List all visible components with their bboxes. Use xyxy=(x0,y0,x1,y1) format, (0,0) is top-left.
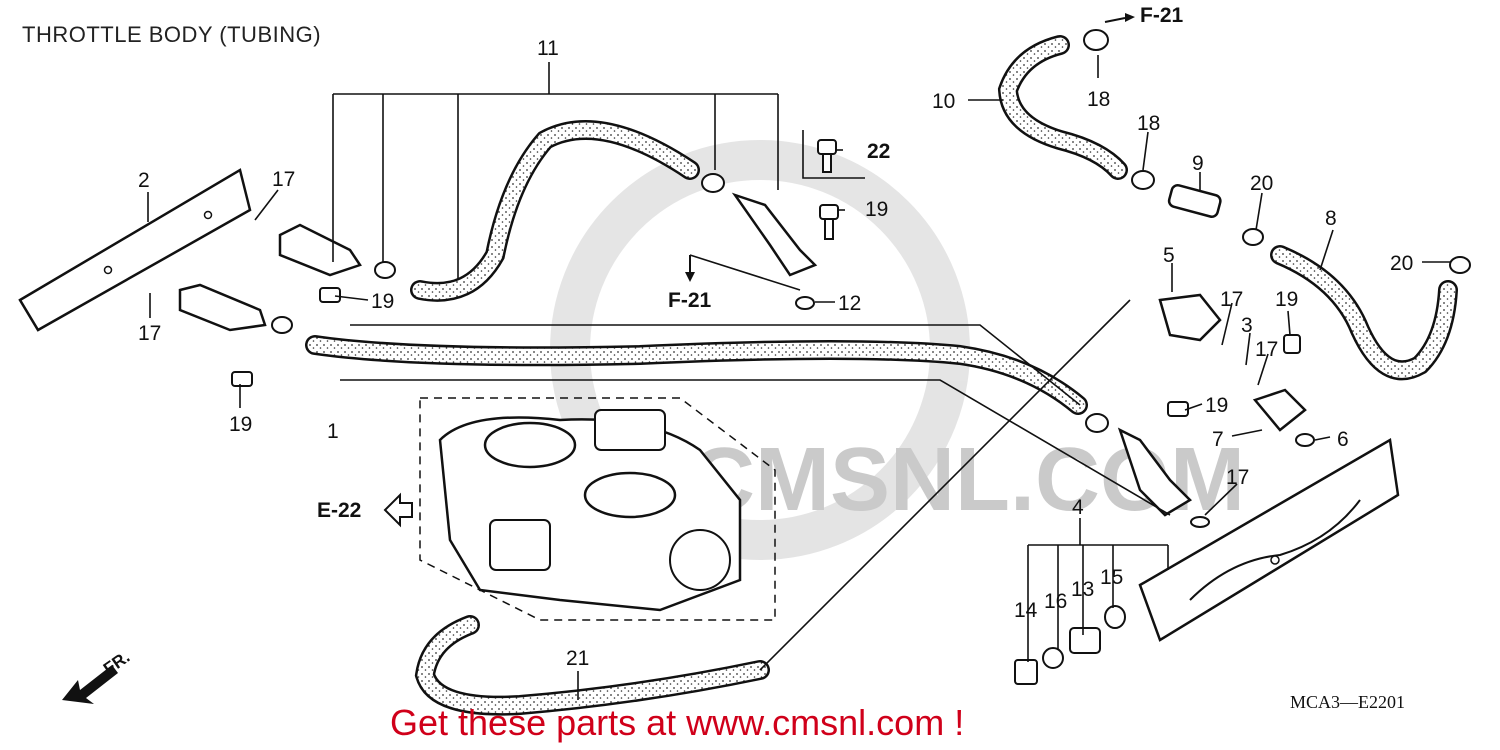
ref-e22[interactable]: E-22 xyxy=(317,492,413,528)
callout-20-a: 20 xyxy=(1250,172,1273,195)
callout-10: 10 xyxy=(932,90,955,113)
callout-22: 22 xyxy=(867,140,890,163)
callout-19-e: 19 xyxy=(1275,288,1298,311)
callout-17-b: 17 xyxy=(138,322,161,345)
callout-2: 2 xyxy=(138,169,150,192)
callout-3: 3 xyxy=(1241,314,1253,337)
hose-clamps[interactable] xyxy=(271,29,1471,433)
fuel-rail-left[interactable] xyxy=(18,168,252,332)
callout-13: 13 xyxy=(1071,578,1094,601)
washers[interactable] xyxy=(795,296,1315,685)
callout-17-d: 17 xyxy=(1255,338,1278,361)
callout-7: 7 xyxy=(1212,428,1224,451)
callout-19-b: 19 xyxy=(229,413,252,436)
ref-f21-mid[interactable]: F-21 xyxy=(668,255,712,312)
svg-text:F-21: F-21 xyxy=(668,289,712,312)
fuel-rail-right[interactable] xyxy=(1138,437,1400,642)
promo-banner-link[interactable]: Get these parts at www.cmsnl.com ! xyxy=(390,702,965,743)
callout-11: 11 xyxy=(537,37,559,60)
callout-6: 6 xyxy=(1337,428,1349,451)
callout-19-c: 19 xyxy=(865,198,888,221)
diagram-code: MCA3—E2201 xyxy=(1290,692,1406,712)
svg-text:E-22: E-22 xyxy=(317,499,361,522)
callout-5: 5 xyxy=(1163,244,1175,267)
fittings[interactable] xyxy=(178,183,1307,517)
callout-15: 15 xyxy=(1100,566,1123,589)
callout-18-a: 18 xyxy=(1087,88,1110,111)
callout-19-d: 19 xyxy=(1205,394,1228,417)
callout-4: 4 xyxy=(1072,496,1084,519)
callout-21: 21 xyxy=(566,647,589,670)
leader-lines xyxy=(147,55,1450,700)
throttle-body[interactable] xyxy=(419,397,776,621)
front-direction-arrow: FR. xyxy=(62,647,133,704)
callout-17-a: 17 xyxy=(272,168,295,191)
callout-9: 9 xyxy=(1192,152,1204,175)
callout-labels: 1 2 3 4 5 6 7 8 9 10 11 12 13 14 15 16 1… xyxy=(138,37,1413,670)
callout-16: 16 xyxy=(1044,590,1067,613)
bolts[interactable] xyxy=(231,139,1301,417)
callout-20-b: 20 xyxy=(1390,252,1413,275)
callout-14: 14 xyxy=(1014,599,1038,622)
ref-f21-top[interactable]: F-21 xyxy=(1104,4,1184,27)
diagram-title: THROTTLE BODY (TUBING) xyxy=(22,22,322,47)
callout-19-a: 19 xyxy=(371,290,394,313)
callout-1: 1 xyxy=(327,420,339,443)
callout-18-b: 18 xyxy=(1137,112,1160,135)
callout-17-c: 17 xyxy=(1220,288,1243,311)
callout-12: 12 xyxy=(838,292,861,315)
svg-text:F-21: F-21 xyxy=(1140,4,1184,27)
callout-17-e: 17 xyxy=(1226,466,1249,489)
callout-8: 8 xyxy=(1325,207,1337,230)
